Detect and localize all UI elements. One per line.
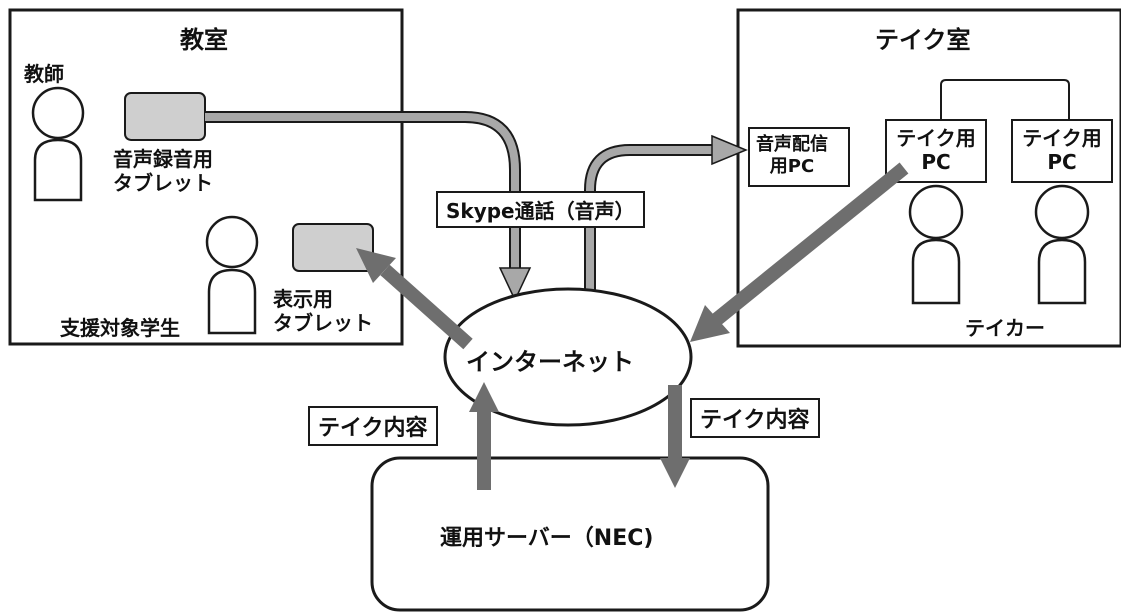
taker-person-icon-2 xyxy=(1034,184,1090,305)
take-pc-to-internet-arrow xyxy=(690,162,909,342)
take-pc-box-2 xyxy=(1011,119,1113,183)
takers-label: テイカー xyxy=(965,316,1045,340)
take-pc-1-label: テイク用 PC xyxy=(896,126,976,174)
student-label: 支援対象学生 xyxy=(60,316,180,340)
take-pc-link-line xyxy=(940,79,1070,120)
take-content-left-label: テイク内容 xyxy=(308,406,438,446)
server-box xyxy=(370,456,770,612)
classroom-title: 教室 xyxy=(180,26,228,54)
display-tablet-icon xyxy=(292,223,374,272)
take-content-right-label: テイク内容 xyxy=(690,398,820,438)
teacher-person-icon xyxy=(31,86,85,202)
recording-tablet-label: 音声録音用 タブレット xyxy=(113,147,213,195)
take-pc-2-label: テイク用 PC xyxy=(1022,126,1102,174)
recording-tablet-icon xyxy=(124,92,206,141)
internet-to-display-tablet-arrow xyxy=(356,248,473,350)
audio-upload-arrowhead xyxy=(498,267,532,302)
internet-label: インターネット xyxy=(466,348,634,376)
audio-distribution-pc-box xyxy=(748,127,850,187)
display-tablet-label: 表示用 タブレット xyxy=(273,287,373,335)
internet-cloud xyxy=(443,287,693,427)
audio-distribution-pc-label: 音声配信 用PC xyxy=(756,134,828,177)
server-label: 運用サーバー（NEC) xyxy=(440,526,654,551)
audio-distribution-arrowhead xyxy=(711,134,748,166)
server-to-internet-arrow xyxy=(469,382,499,490)
teacher-label: 教師 xyxy=(24,62,64,86)
taker-person-icon-1 xyxy=(908,184,964,305)
take-room-title: テイク室 xyxy=(875,26,971,54)
student-person-icon xyxy=(205,215,259,335)
skype-call-label: Skype通話（音声） xyxy=(436,191,645,228)
internet-to-server-arrow xyxy=(660,385,690,488)
